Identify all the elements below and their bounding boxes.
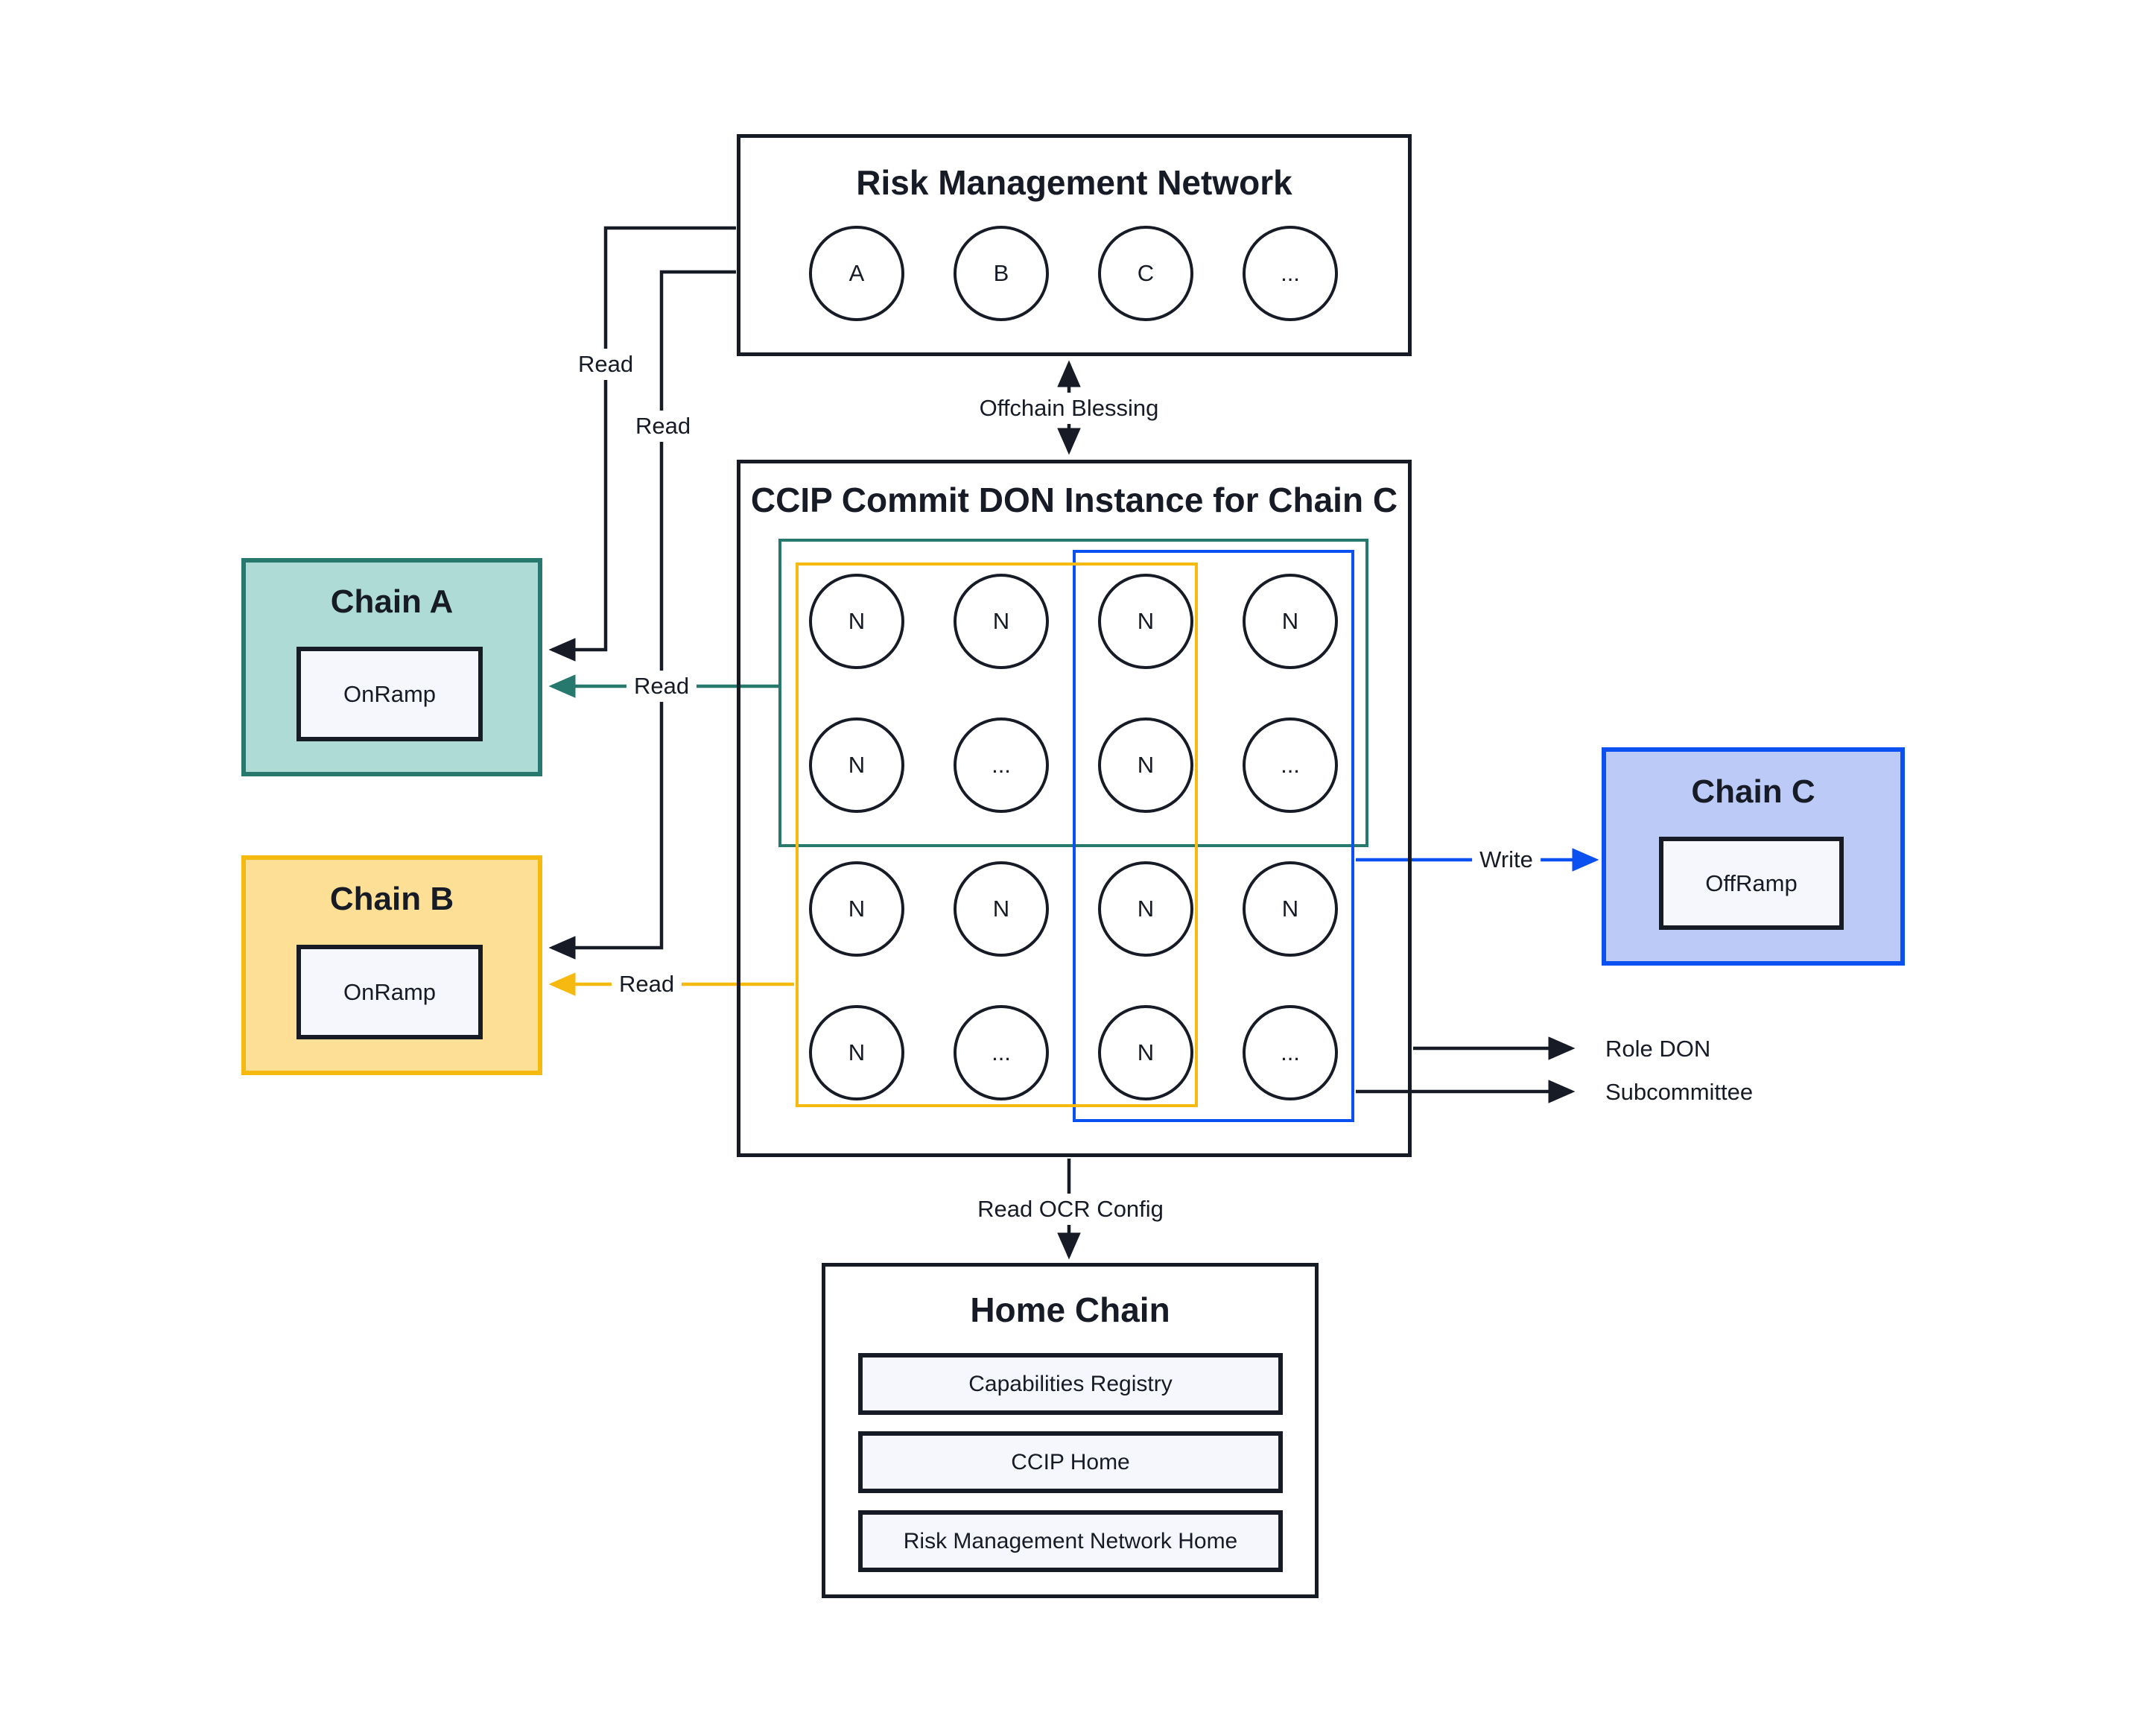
don-node: N	[809, 1005, 904, 1100]
don-node: N	[1098, 861, 1193, 957]
label-read-don-to-chain-b: Read	[611, 969, 682, 1000]
don-node: N	[1243, 861, 1338, 957]
don-node: N	[809, 717, 904, 813]
don-node: ...	[954, 717, 1049, 813]
don-node: N	[1243, 574, 1338, 669]
home-chain-title: Home Chain	[970, 1290, 1170, 1329]
rmn-node-c: C	[1098, 226, 1193, 321]
don-node: ...	[954, 1005, 1049, 1100]
risk-management-network-title: Risk Management Network	[856, 163, 1292, 202]
label-read-rmn-to-chain-b: Read	[627, 411, 699, 442]
arrow-rmn-to-chain-a	[548, 226, 736, 662]
chain-b-title: Chain B	[329, 881, 454, 917]
ccip-home-box: CCIP Home	[858, 1431, 1283, 1493]
rmn-node-a: A	[809, 226, 904, 321]
label-offchain-blessing: Offchain Blessing	[971, 393, 1167, 424]
ccip-commit-don-box	[737, 460, 1412, 1157]
subset-outline-chain-b	[796, 563, 1198, 1107]
chain-a-title: Chain A	[330, 583, 454, 620]
subset-outline-chain-c	[1073, 550, 1354, 1122]
arrow-rmn-to-chain-b	[548, 270, 736, 960]
chain-c-offramp-box: OffRamp	[1659, 837, 1844, 930]
don-node: N	[1098, 1005, 1193, 1100]
label-role-don: Role DON	[1605, 1036, 1711, 1062]
don-node: N	[954, 574, 1049, 669]
label-read-don-to-chain-a: Read	[626, 671, 697, 702]
don-node: N	[954, 861, 1049, 957]
label-write-to-chain-c: Write	[1472, 844, 1541, 875]
rmn-node-more: ...	[1243, 226, 1338, 321]
don-node: N	[1098, 574, 1193, 669]
risk-management-network-home-box: Risk Management Network Home	[858, 1510, 1283, 1572]
don-node: ...	[1243, 717, 1338, 813]
risk-management-network-box	[737, 134, 1412, 356]
don-node: N	[809, 861, 904, 957]
label-read-rmn-to-chain-a: Read	[570, 349, 641, 380]
label-subcommittee: Subcommittee	[1605, 1079, 1754, 1105]
don-node: N	[1098, 717, 1193, 813]
label-read-ocr-config: Read OCR Config	[970, 1194, 1171, 1225]
rmn-node-b: B	[954, 226, 1049, 321]
chain-b-onramp-box: OnRamp	[296, 945, 483, 1039]
chain-c-title: Chain C	[1691, 773, 1815, 810]
home-chain-box	[822, 1263, 1319, 1598]
chain-a-onramp-box: OnRamp	[296, 647, 483, 741]
don-node: N	[809, 574, 904, 669]
capabilities-registry-box: Capabilities Registry	[858, 1353, 1283, 1415]
don-node: ...	[1243, 1005, 1338, 1100]
ccip-commit-don-title: CCIP Commit DON Instance for Chain C	[750, 481, 1398, 519]
